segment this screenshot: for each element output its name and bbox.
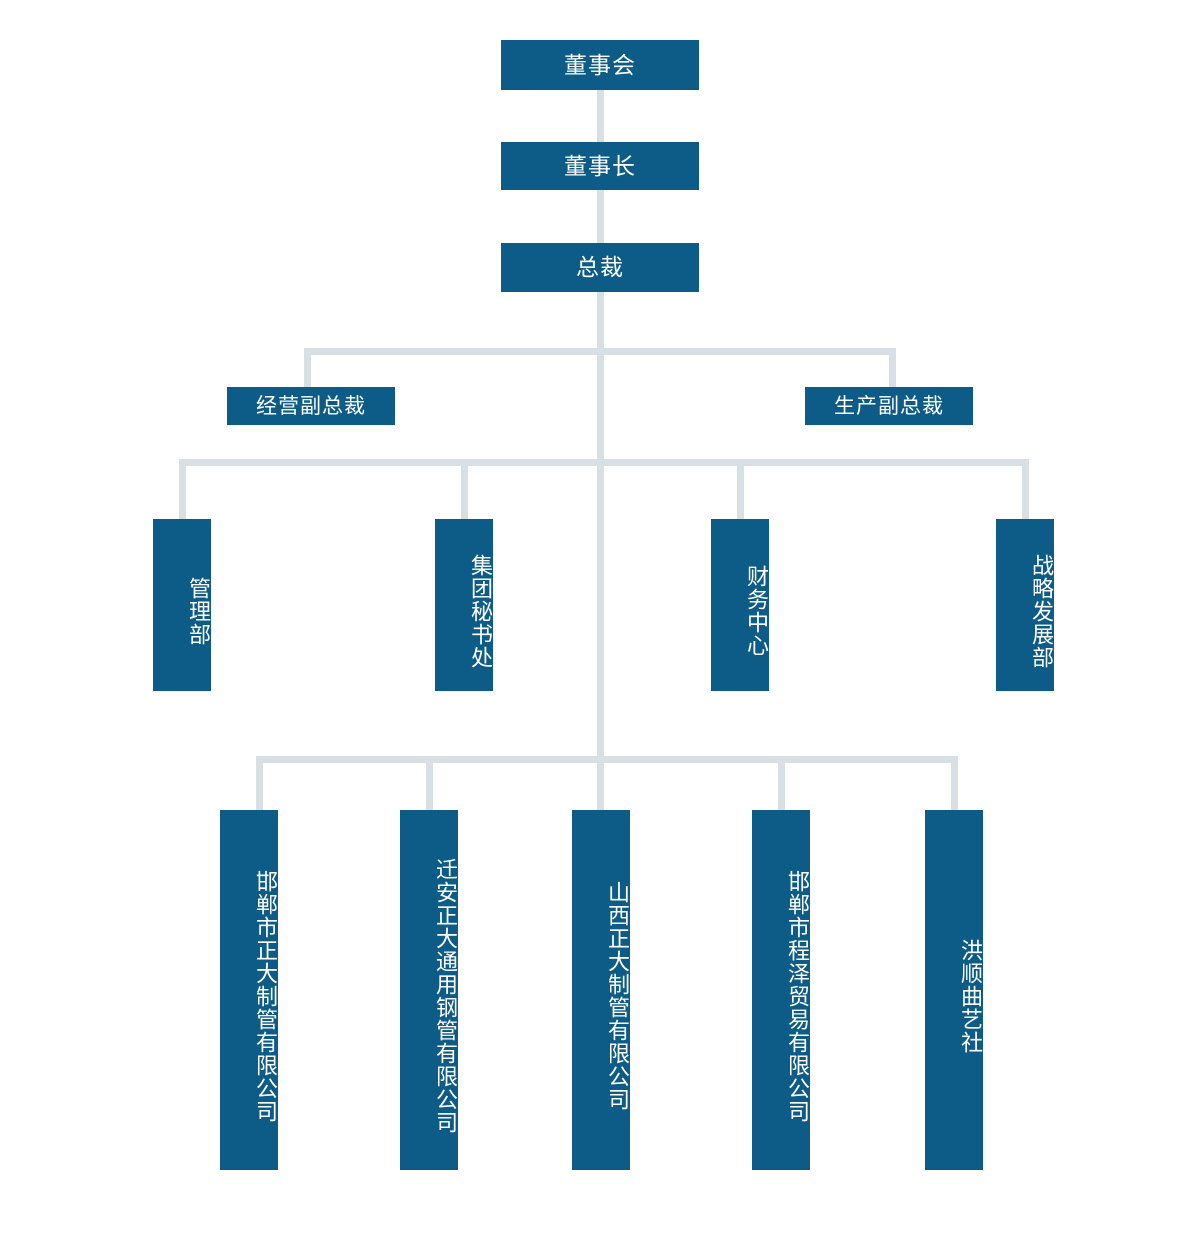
node-department-group-secretariat[interactable]: 集团秘书处	[435, 519, 493, 691]
connector-subsidiary-drop-3	[597, 756, 604, 810]
node-board-of-directors-label: 董事会	[564, 51, 636, 78]
connector-president-trunk	[597, 292, 604, 763]
connector-subsidiary-drop-1	[256, 756, 263, 810]
node-subsidiary-shanxi-zhengda-pipe-label: 山西正大制管有限公司	[605, 881, 630, 1111]
connector-subsidiary-drop-4	[778, 756, 785, 810]
node-vp-operations-label: 经营副总裁	[256, 394, 366, 418]
connector-vp-bus	[304, 348, 896, 355]
connector-subsidiary-drop-5	[951, 756, 958, 810]
connector-department-bus	[179, 459, 1029, 466]
node-department-strategic-development[interactable]: 战略发展部	[996, 519, 1054, 691]
connector-department-drop-2	[461, 459, 468, 519]
node-vp-production[interactable]: 生产副总裁	[805, 387, 973, 425]
connector-subsidiary-drop-2	[426, 756, 433, 810]
node-department-strategic-development-label: 战略发展部	[1029, 553, 1054, 669]
node-board-of-directors[interactable]: 董事会	[501, 40, 699, 90]
node-subsidiary-qianan-zhengda-steel-pipe-label: 迁安正大通用钢管有限公司	[433, 858, 458, 1134]
node-department-group-secretariat-label: 集团秘书处	[468, 553, 493, 669]
node-subsidiary-handan-zhengda-pipe[interactable]: 邯郸市正大制管有限公司	[220, 810, 278, 1170]
node-chairman-label: 董事长	[564, 152, 636, 179]
connector-department-drop-3	[737, 459, 744, 519]
node-subsidiary-hongshun-quyishe-label: 洪顺曲艺社	[958, 938, 983, 1054]
node-department-finance-center[interactable]: 财务中心	[711, 519, 769, 691]
connector-chairman-to-president	[597, 190, 604, 243]
node-department-management[interactable]: 管理部	[153, 519, 211, 691]
node-subsidiary-handan-chengze-trading[interactable]: 邯郸市程泽贸易有限公司	[752, 810, 810, 1170]
node-chairman[interactable]: 董事长	[501, 142, 699, 190]
connector-vp-operations-drop	[304, 348, 311, 388]
node-president-label: 总裁	[576, 254, 624, 280]
connector-subsidiary-bus	[256, 756, 958, 763]
connector-board-to-chairman	[597, 90, 604, 142]
connector-vp-production-drop	[889, 348, 896, 388]
node-vp-operations[interactable]: 经营副总裁	[227, 387, 395, 425]
node-subsidiary-shanxi-zhengda-pipe[interactable]: 山西正大制管有限公司	[572, 810, 630, 1170]
node-president[interactable]: 总裁	[501, 243, 699, 292]
node-department-finance-center-label: 财务中心	[744, 565, 769, 657]
connector-department-drop-4	[1022, 459, 1029, 519]
node-department-management-label: 管理部	[186, 576, 211, 646]
node-subsidiary-hongshun-quyishe[interactable]: 洪顺曲艺社	[925, 810, 983, 1170]
node-subsidiary-handan-zhengda-pipe-label: 邯郸市正大制管有限公司	[253, 869, 278, 1123]
node-subsidiary-qianan-zhengda-steel-pipe[interactable]: 迁安正大通用钢管有限公司	[400, 810, 458, 1170]
node-vp-production-label: 生产副总裁	[834, 394, 944, 418]
node-subsidiary-handan-chengze-trading-label: 邯郸市程泽贸易有限公司	[785, 869, 810, 1123]
connector-department-drop-1	[179, 459, 186, 519]
